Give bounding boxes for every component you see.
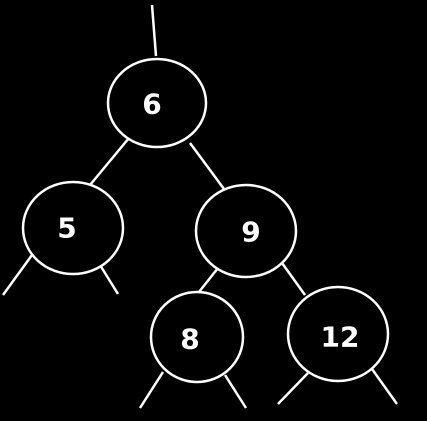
- node-label: 12: [321, 321, 360, 354]
- tree-node: 6: [106, 57, 208, 149]
- edge-root-parent: [150, 4, 158, 57]
- node-label: 9: [241, 216, 260, 249]
- node-circle: [21, 180, 125, 276]
- edge-8-left-null: [138, 371, 165, 409]
- tree-node: 5: [21, 180, 125, 276]
- edge-12-right-null: [370, 368, 399, 405]
- edge-5-left-null: [1, 254, 34, 296]
- edge-9-12: [280, 262, 307, 296]
- node-circle: [286, 285, 390, 383]
- node-label: 6: [142, 88, 161, 121]
- node-circle: [194, 183, 298, 279]
- edge-5-right-null: [98, 264, 120, 295]
- node-circle: [106, 57, 208, 149]
- node-label: 8: [180, 323, 199, 356]
- edge-12-left-null: [277, 372, 309, 405]
- edge-8-right-null: [223, 374, 248, 409]
- tree-node: 12: [286, 285, 390, 383]
- tree-node: 8: [149, 290, 245, 384]
- edge-6-9: [188, 142, 226, 190]
- tree-node: 9: [194, 183, 298, 279]
- edge-6-5: [89, 137, 130, 186]
- node-circle: [149, 290, 245, 384]
- node-label: 5: [57, 212, 76, 245]
